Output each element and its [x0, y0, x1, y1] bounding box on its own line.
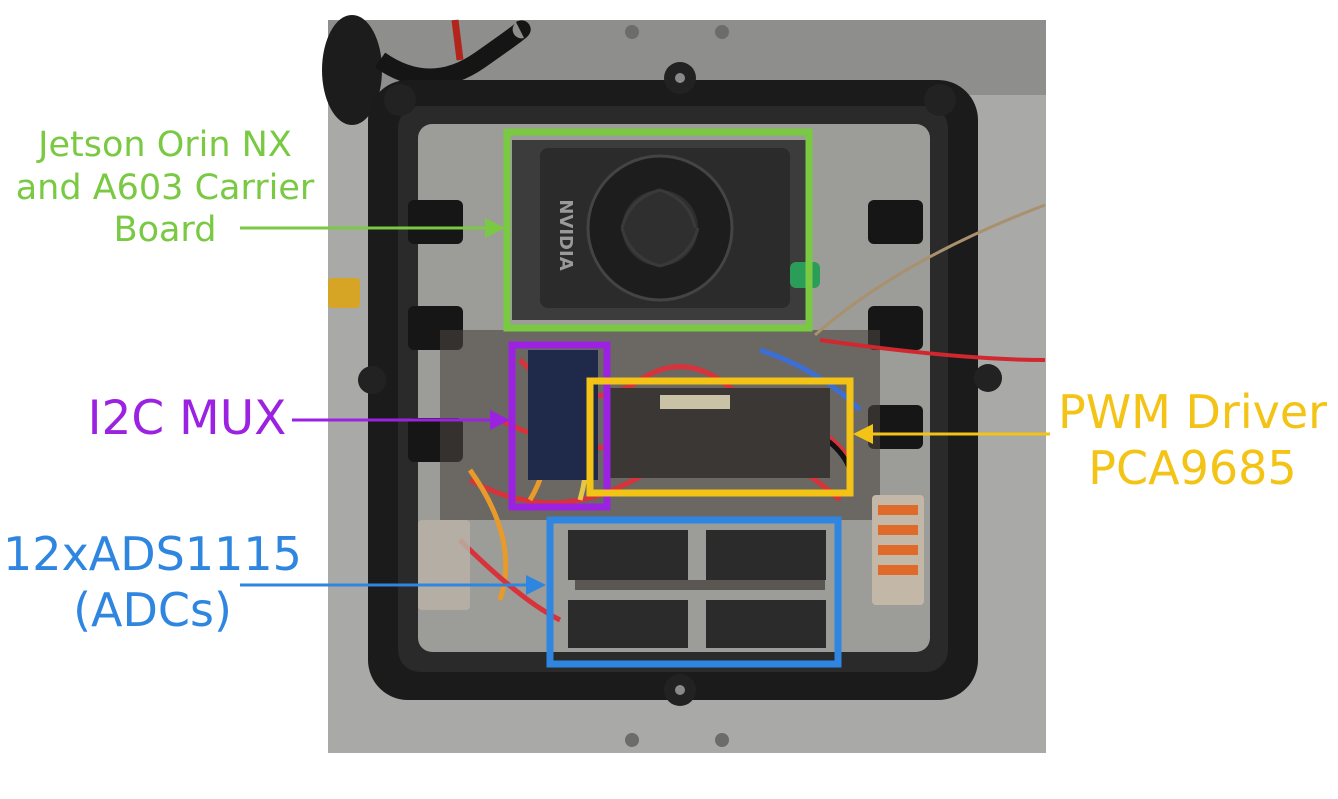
pwm-label-line: PWM Driver — [1057, 385, 1328, 439]
cable-gland — [868, 405, 923, 449]
fan-brand-text: NVIDIA — [555, 199, 576, 270]
adc-rail — [575, 580, 825, 590]
jetson-label-line: Jetson Orin NX — [38, 125, 292, 165]
cable-gland — [868, 200, 923, 244]
pwm-highlight-box — [586, 377, 854, 497]
adc-board — [706, 530, 826, 580]
wago-connector — [418, 520, 470, 610]
adc-board — [568, 530, 688, 580]
jetson-label-line: Board — [113, 210, 217, 251]
jetson-fan-hub — [622, 190, 698, 266]
flange-screw — [675, 73, 685, 83]
adc-label: 12xADS1115(ADCs) — [0, 526, 305, 638]
adc-highlight-box — [546, 516, 842, 668]
i2c-mux-board — [528, 350, 598, 480]
pwm-arrow — [853, 424, 1050, 444]
pwm-header-pins — [660, 395, 730, 409]
fan-blades — [620, 188, 700, 268]
adc-label-line: (ADCs) — [73, 583, 232, 638]
cable-gland — [408, 200, 463, 244]
jetson-highlight-box — [503, 128, 813, 332]
plate-screw — [715, 25, 729, 39]
mux-arrow — [292, 410, 510, 430]
motor-housing — [322, 15, 382, 125]
red-cable-top — [451, 19, 464, 61]
flange-boss — [974, 364, 1002, 392]
pwm-label-line: PCA9685 — [1088, 441, 1297, 496]
flange-boss — [384, 84, 416, 116]
adc-arrow — [240, 575, 546, 595]
plate-screw — [715, 733, 729, 747]
wago-levers — [878, 505, 918, 575]
i2c-mux-label: I2C MUX — [82, 390, 292, 447]
green-component — [790, 262, 820, 288]
adc-board — [706, 600, 826, 648]
adc-board — [568, 600, 688, 648]
flange-boss — [924, 84, 956, 116]
jetson-arrow — [240, 218, 505, 238]
cable-gland — [868, 306, 923, 350]
mux-label-line: I2C MUX — [87, 391, 287, 446]
plate-screw — [625, 25, 639, 39]
flange-boss — [358, 366, 386, 394]
mux-highlight-box — [508, 341, 611, 511]
flange-screw — [675, 685, 685, 695]
adc-label-line: 12xADS1115 — [3, 527, 302, 581]
jetson-label-line: and A603 Carrier — [15, 167, 315, 208]
plate-screw — [625, 733, 639, 747]
xt60-connector — [328, 278, 360, 308]
